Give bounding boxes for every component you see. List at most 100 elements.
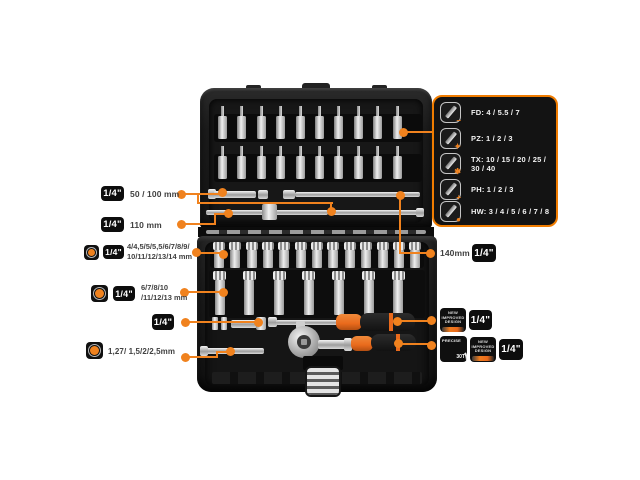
panel-row-flat: – FD: 4 / 5.5 / 7 xyxy=(440,102,552,126)
badge-text: NEW xyxy=(478,339,488,344)
extension-bar-end xyxy=(200,346,208,356)
extension-bar-100 xyxy=(331,210,419,215)
new-improved-design-badge: NEW IMPROVED DESIGN xyxy=(470,337,496,362)
screwdriver-bit xyxy=(353,106,363,140)
callout-dot xyxy=(427,341,436,350)
short-socket xyxy=(262,242,275,268)
case-lid-bump xyxy=(372,85,387,90)
screwdriver-bit xyxy=(237,146,247,180)
connector-line xyxy=(399,252,432,254)
hex-bit-icon: ● xyxy=(440,201,461,224)
panel-label-pz: PZ: 1 / 2 / 3 xyxy=(471,134,513,143)
quarter-inch-badge: 1/4" xyxy=(101,217,124,232)
ratchet-lever xyxy=(296,321,305,329)
ratchet-neck xyxy=(318,340,346,349)
case-lid-bump xyxy=(246,85,261,90)
callout-label-hex-keys: 1,27/ 1,5/2/2,5mm xyxy=(108,347,176,356)
screwdriver-bit xyxy=(276,106,286,140)
connector-line xyxy=(399,196,401,254)
short-socket xyxy=(245,242,258,268)
panel-row-pozidriv: ✦ PZ: 1 / 2 / 3 xyxy=(440,128,552,152)
callout-dot xyxy=(177,190,186,199)
extension-bar-small xyxy=(206,348,264,354)
pozidriv-bit-icon: ✦ xyxy=(440,128,461,151)
callout-dot xyxy=(399,128,408,137)
socket-end-icon xyxy=(84,245,99,260)
screwdriver-bit xyxy=(334,106,344,140)
long-socket xyxy=(302,271,316,315)
ratchet-square-drive xyxy=(301,339,307,345)
panel-row-torx: ✱ TX: 10 / 15 / 20 / 25 / 30 / 40 xyxy=(440,153,552,179)
callout-label-140mm: 140mm xyxy=(440,248,470,258)
screwdriver-bit xyxy=(218,146,227,180)
panel-label-ph: PH: 1 / 2 / 3 xyxy=(471,185,514,194)
callout-label-short-sockets-line2: 10/11/12/13/14 mm xyxy=(127,252,193,261)
connector-line xyxy=(198,252,225,254)
new-improved-design-badge: NEW IMPROVED DESIGN xyxy=(440,308,466,332)
callout-dot xyxy=(254,318,263,327)
connector-line xyxy=(197,194,199,204)
long-socket xyxy=(272,271,286,315)
callout-dot xyxy=(394,339,403,348)
badge-text: PRECISE xyxy=(442,338,461,343)
quarter-inch-badge: 1/4" xyxy=(469,310,492,330)
socket-end-icon xyxy=(91,285,108,302)
spare-bit xyxy=(212,317,218,330)
screwdriver-bit xyxy=(315,146,324,180)
connector-line xyxy=(184,223,216,225)
quarter-inch-badge: 1/4" xyxy=(152,314,174,330)
callout-dot xyxy=(192,248,201,257)
connector-line xyxy=(214,213,230,215)
callout-dot xyxy=(224,209,233,218)
short-socket xyxy=(278,242,291,268)
driver-shaft xyxy=(276,320,338,325)
callout-label-short-sockets-line1: 4/4,5/5/5,5/6/7/8/9/ xyxy=(127,242,190,251)
case-latch-buckle xyxy=(307,368,339,395)
socket-end-icon xyxy=(86,342,103,359)
callout-dot xyxy=(393,317,402,326)
screwdriver-bit xyxy=(295,146,305,180)
screwdriver-bit xyxy=(392,146,402,180)
connector-line xyxy=(216,352,218,358)
connector-line xyxy=(187,291,225,293)
short-socket xyxy=(327,242,340,268)
short-socket xyxy=(392,242,405,268)
short-socket xyxy=(376,242,389,268)
connector-line xyxy=(399,320,433,322)
connector-line xyxy=(405,131,434,133)
badge-text: DESIGN xyxy=(444,319,462,325)
callout-dot xyxy=(177,220,186,229)
driver-handle xyxy=(360,313,415,331)
badge-text: NEW xyxy=(448,310,458,315)
screwdriver-bit xyxy=(373,106,383,140)
screwdriver-bit xyxy=(218,106,227,140)
driver-grip-front xyxy=(336,314,362,330)
quarter-inch-badge: 1/4" xyxy=(499,339,523,360)
screwdriver-bit xyxy=(315,106,324,140)
bits-row-2 xyxy=(218,146,418,182)
connector-line xyxy=(197,202,333,204)
callout-dot xyxy=(219,288,228,297)
adapter xyxy=(283,190,295,199)
screwdriver-bit xyxy=(295,106,305,140)
short-socket xyxy=(343,242,356,268)
bits-row-1 xyxy=(218,106,418,142)
phillips-bit-icon: + xyxy=(440,179,461,202)
screwdriver-bit xyxy=(237,106,247,140)
badge-text: IMPROVED xyxy=(471,343,495,349)
callout-dot xyxy=(396,191,405,200)
screwdriver-bit xyxy=(373,146,383,180)
connector-line xyxy=(216,351,232,353)
panel-label-hw: HW: 3 / 4 / 5 / 6 / 7 / 8 xyxy=(471,207,550,216)
callout-dot xyxy=(219,250,228,259)
callout-dot xyxy=(181,353,190,362)
extension-bar-end xyxy=(416,208,424,217)
extension-bar-flexible xyxy=(295,192,420,197)
callout-dot xyxy=(327,207,336,216)
short-socket xyxy=(229,242,242,268)
long-socket xyxy=(242,271,256,315)
extension-bar-short xyxy=(214,191,256,198)
connector-line xyxy=(187,356,218,358)
long-sockets-row xyxy=(213,271,427,317)
